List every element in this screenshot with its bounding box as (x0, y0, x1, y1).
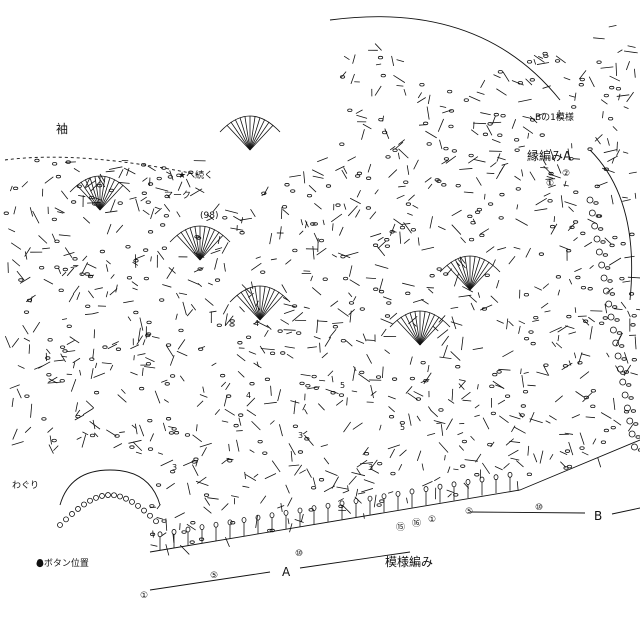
pattern-stitch-label: 模様編み (385, 554, 433, 569)
b-bracket (589, 149, 633, 301)
chart-body (3, 25, 640, 556)
row-98-label: (98) (200, 211, 218, 221)
armhole-label: わぐり (12, 480, 39, 491)
row-mark-2: 5 (340, 381, 345, 390)
circled-16-bottom: ⑯ (412, 518, 421, 529)
top-bracket (329, 16, 561, 101)
button-position-label: ●ボタン位置 (36, 557, 89, 569)
row-mark-7: 4 (246, 391, 251, 400)
circled-10-bottom: ⑩ (295, 549, 303, 559)
section-a-label: A (282, 565, 291, 579)
sleeve-top-dashed (4, 156, 201, 176)
dim-a-line-right (299, 551, 411, 569)
armhole-curve (59, 469, 161, 506)
row-mark-6: 3 (298, 431, 303, 440)
row-mark-1: 3 (172, 463, 177, 472)
circled-1-bottom: ① (140, 591, 148, 601)
section-b-label: B (594, 509, 602, 523)
circled-1-edge: ① (546, 179, 554, 189)
continue-label: ★へ続く (178, 169, 213, 181)
circled-2-edge: ② (562, 169, 570, 179)
circled-1b-bottom: ① (428, 515, 436, 525)
sleeve-label: 袖 (56, 121, 68, 136)
dim-b-line-right (611, 507, 640, 515)
b-pattern-label: Bの1模様 (535, 111, 574, 123)
bottom-edge-line (149, 439, 640, 553)
circled-5-right: ⑤ (465, 507, 473, 517)
mark-label: マーク (164, 190, 191, 201)
row-mark-5: 5 (400, 423, 405, 432)
dim-b-line-left (469, 511, 586, 514)
dim-a-line-left (149, 571, 271, 591)
button-dot-icon (37, 559, 43, 565)
outline-guides (4, 16, 640, 591)
row-mark-3: 3 (368, 463, 373, 472)
edging-a-label: 縁編みA (527, 148, 572, 163)
circled-5-bottom: ⑤ (210, 571, 218, 581)
circled-10-right: ⑩ (535, 503, 543, 513)
circled-15-bottom: ⑮ (396, 522, 405, 533)
row-mark-4: 4 (254, 319, 259, 328)
